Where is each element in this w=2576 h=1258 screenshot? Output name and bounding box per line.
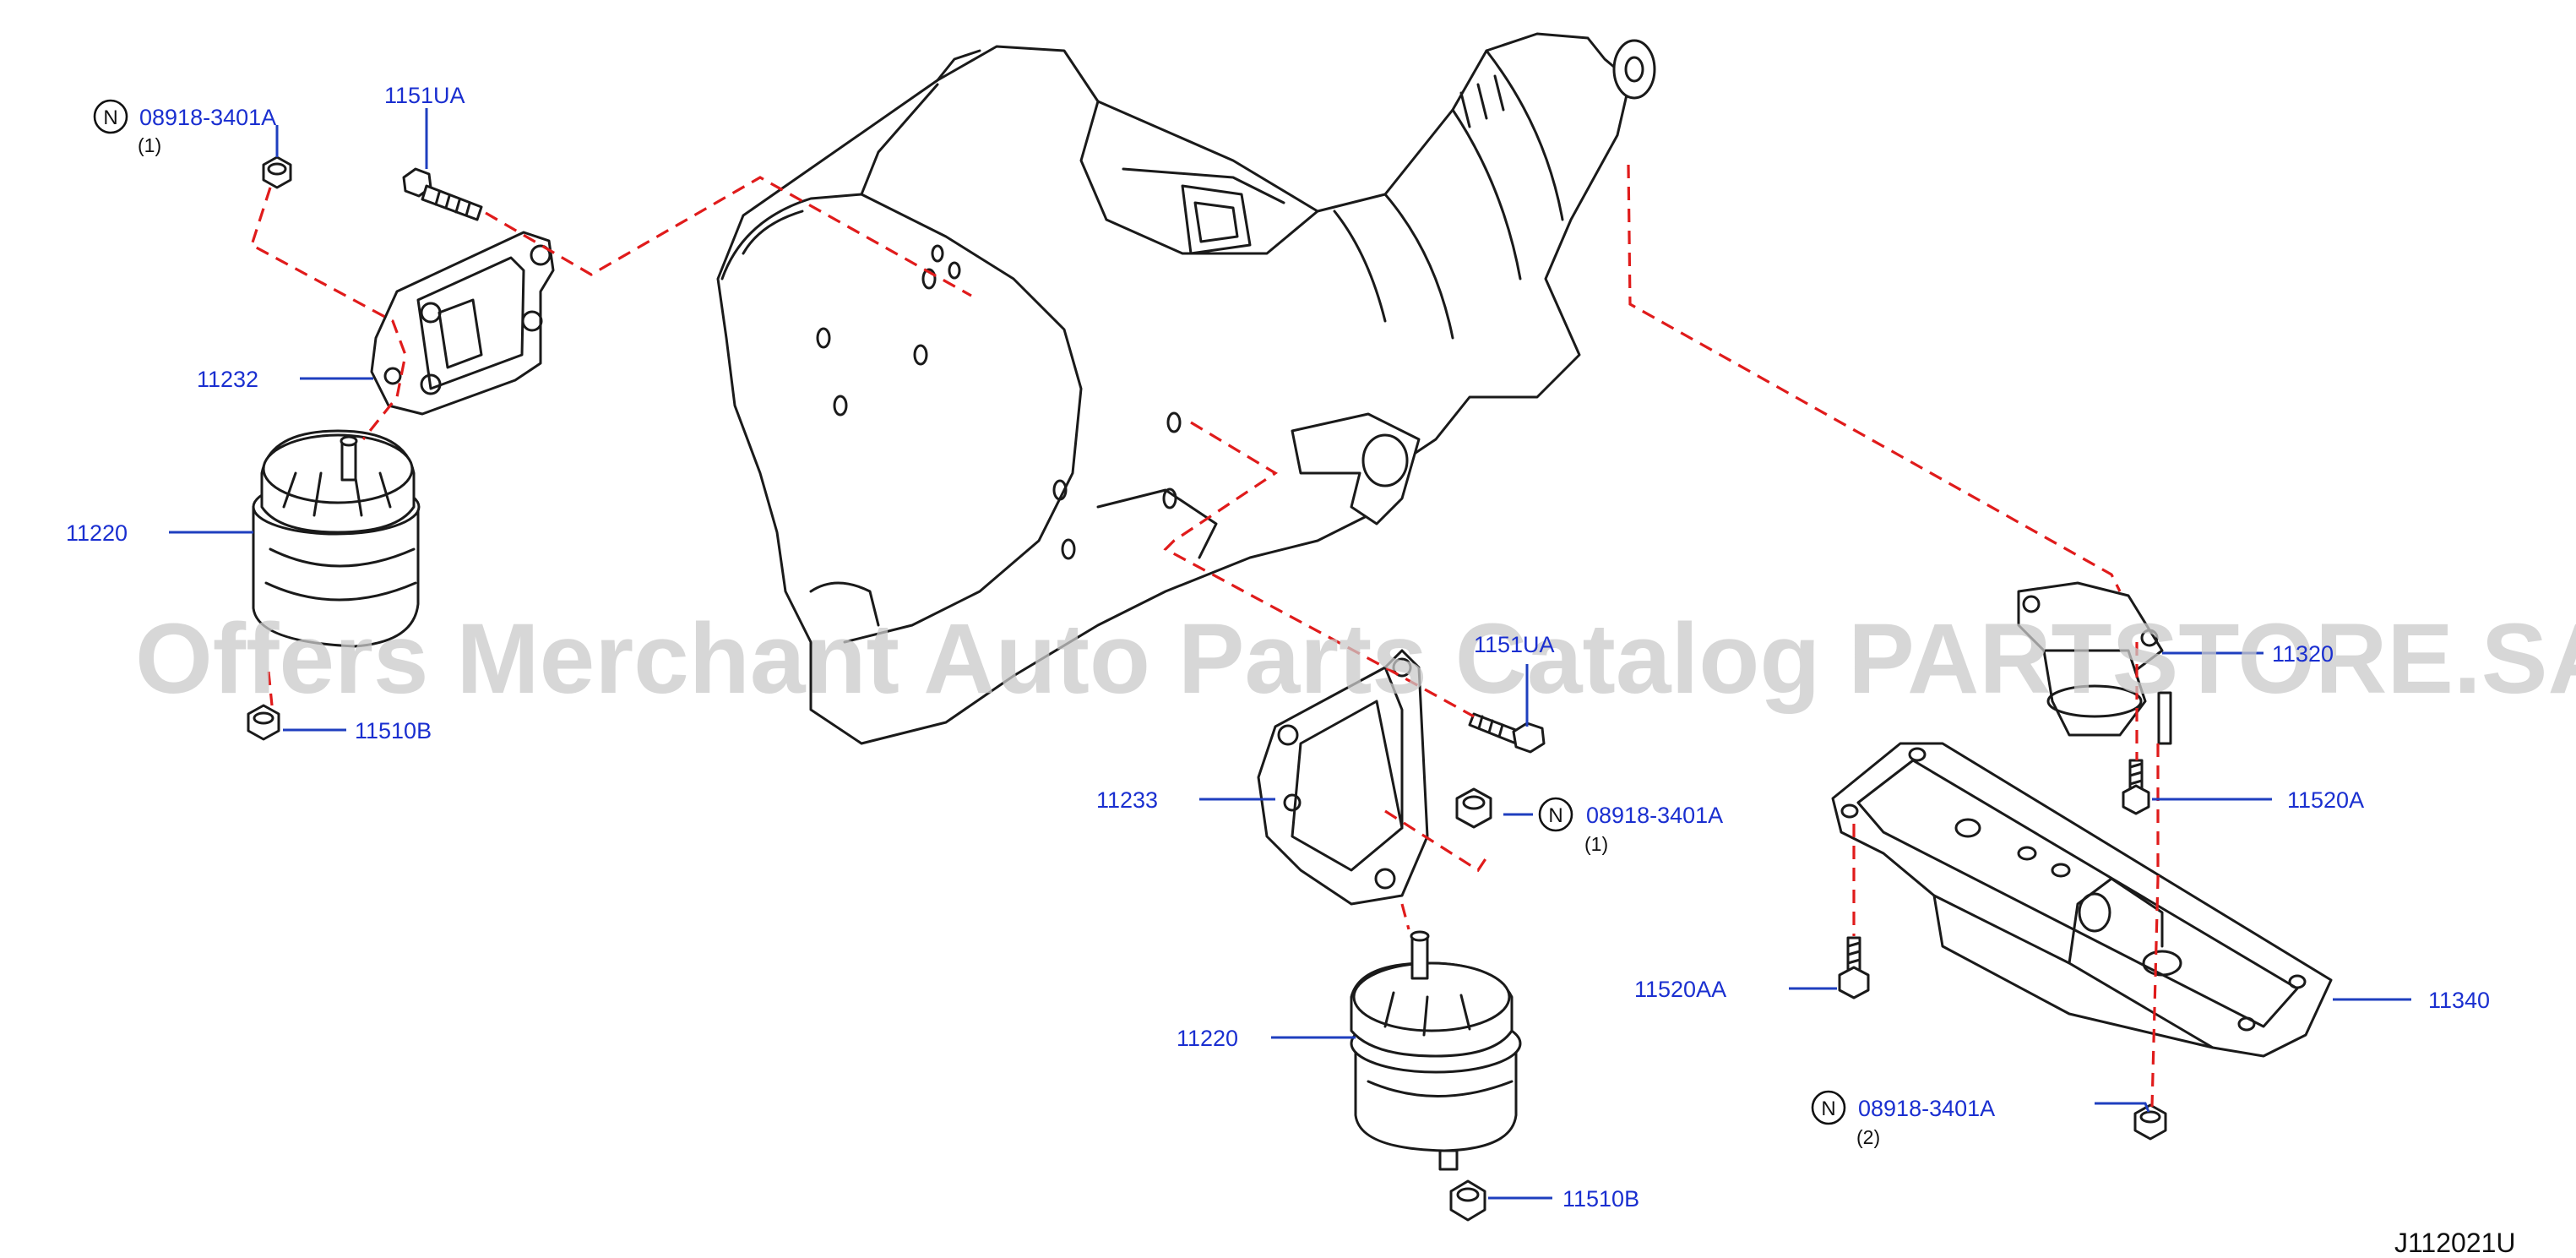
part-number-label[interactable]: 11220 — [1177, 1026, 1238, 1051]
callout-nut-top-left[interactable]: N 08918-3401A (1) — [93, 99, 276, 156]
nut-icon[interactable] — [262, 155, 292, 189]
engine-transmission-assembly — [716, 32, 1656, 745]
bolt-icon[interactable] — [402, 167, 483, 221]
note-n-letter: N — [103, 106, 117, 129]
part-number-label[interactable]: 11233 — [1096, 787, 1158, 813]
watermark-text: Offers Merchant Auto Parts Catalog PARTS… — [135, 603, 2576, 715]
transmission-crossmember[interactable] — [1831, 742, 2333, 1058]
part-number-label[interactable]: 11520AA — [1634, 977, 1726, 1002]
callout-nut-center[interactable]: N 08918-3401A (1) — [1538, 797, 1723, 855]
bolt-icon[interactable] — [1468, 712, 1546, 754]
part-number-label[interactable]: 08918-3401A — [1858, 1096, 1995, 1121]
nut-icon[interactable] — [1455, 787, 1492, 829]
nut-icon[interactable] — [1449, 1179, 1486, 1222]
part-number-label[interactable]: 08918-3401A — [1586, 803, 1723, 828]
part-qty-label: (2) — [1856, 1126, 1880, 1148]
part-number-label[interactable]: 11510B — [355, 718, 432, 743]
part-qty-label: (1) — [138, 134, 161, 156]
rear-mount[interactable] — [2017, 581, 2172, 745]
note-n-icon — [1538, 797, 1573, 832]
nut-icon[interactable] — [247, 704, 280, 741]
part-number-label[interactable]: 11340 — [2428, 988, 2490, 1013]
engine-bracket-center[interactable] — [1257, 649, 1429, 906]
note-n-icon — [93, 99, 128, 134]
diagram-code: J112021U — [2394, 1228, 2516, 1254]
engine-bracket-left[interactable] — [370, 231, 555, 416]
part-number-label[interactable]: 11320 — [2272, 641, 2334, 667]
note-n-icon — [1811, 1090, 1846, 1125]
part-number-label[interactable]: 11510B — [1562, 1186, 1639, 1212]
engine-mount-center[interactable] — [1350, 930, 1522, 1171]
part-number-label[interactable]: 11220 — [66, 520, 128, 546]
part-number-label[interactable]: 08918-3401A — [139, 105, 276, 130]
bolt-icon[interactable] — [2122, 759, 2150, 815]
engine-mount-left[interactable] — [252, 429, 421, 648]
callout-nut-rear[interactable]: N 08918-3401A (2) — [1811, 1090, 1995, 1148]
assembly-lines — [250, 164, 2160, 1108]
bolt-icon[interactable] — [1838, 936, 1870, 999]
leader-lines — [169, 108, 2411, 1200]
nut-icon[interactable] — [2133, 1103, 2167, 1141]
note-n-letter: N — [1821, 1097, 1835, 1120]
note-n-letter: N — [1548, 804, 1562, 827]
part-number-label[interactable]: 1151UA — [1474, 632, 1555, 657]
part-qty-label: (1) — [1584, 833, 1608, 855]
part-number-label[interactable]: 11520A — [2287, 787, 2364, 813]
part-number-label[interactable]: 1151UA — [384, 83, 465, 108]
part-number-label[interactable]: 11232 — [197, 367, 258, 392]
